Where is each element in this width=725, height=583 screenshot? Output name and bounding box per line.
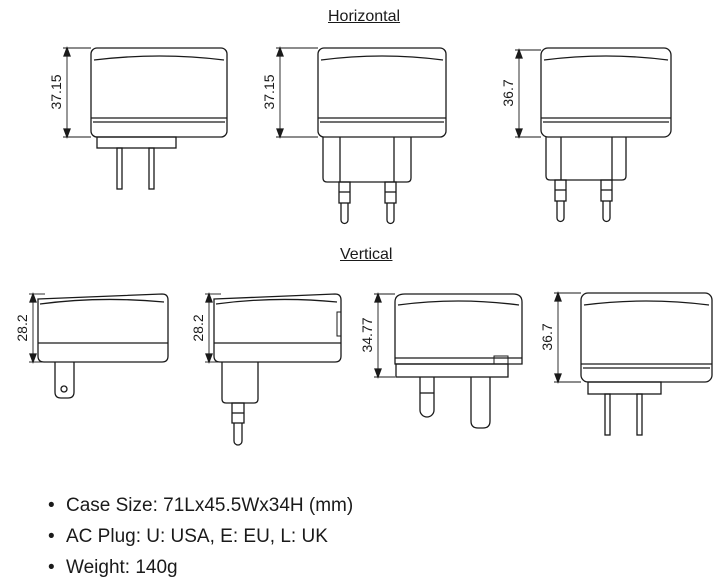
vertical-fourth-adapter — [554, 291, 713, 436]
dimension-v-eu — [205, 292, 221, 364]
spec-ac-plug: • AC Plug: U: USA, E: EU, L: UK — [48, 521, 353, 552]
vertical-title: Vertical — [340, 246, 393, 263]
dimension-h-third — [515, 48, 541, 139]
dim-label-v-eu: 28.2 — [190, 314, 206, 341]
horizontal-eu-adapter — [276, 46, 447, 225]
dimension-v-fourth — [554, 291, 581, 384]
spec-case-size: • Case Size: 71Lx45.5Wx34H (mm) — [48, 490, 353, 521]
horizontal-title: Horizontal — [328, 8, 401, 25]
vertical-us-adapter — [29, 292, 169, 399]
bullet-icon: • — [48, 495, 55, 516]
dimension-h-eu — [276, 46, 318, 139]
horizontal-third-adapter — [515, 47, 672, 223]
spec-text: Case Size: 71Lx45.5Wx34H (mm) — [66, 495, 354, 516]
bullet-icon: • — [48, 526, 55, 547]
horizontal-us-adapter — [63, 46, 228, 190]
spec-list: • Case Size: 71Lx45.5Wx34H (mm) • AC Plug:… — [48, 490, 353, 583]
bullet-icon: • — [48, 557, 55, 578]
dimension-h-us — [63, 46, 91, 139]
spec-text: AC Plug: U: USA, E: EU, L: UK — [66, 526, 328, 547]
dim-label-h-eu: 37.15 — [261, 74, 277, 109]
dim-label-v-fourth: 36.7 — [539, 323, 555, 350]
vertical-uk-adapter — [374, 292, 523, 429]
vertical-eu-adapter — [205, 292, 342, 446]
dim-label-h-us: 37.15 — [48, 74, 64, 109]
spec-weight: • Weight: 140g — [48, 552, 353, 583]
dim-label-v-uk: 34.77 — [359, 317, 375, 352]
dimension-v-us — [29, 292, 45, 364]
dim-label-v-us: 28.2 — [14, 314, 30, 341]
dim-label-h-third: 36.7 — [500, 79, 516, 106]
spec-text: Weight: 140g — [66, 557, 178, 578]
dimension-v-uk — [374, 292, 395, 379]
